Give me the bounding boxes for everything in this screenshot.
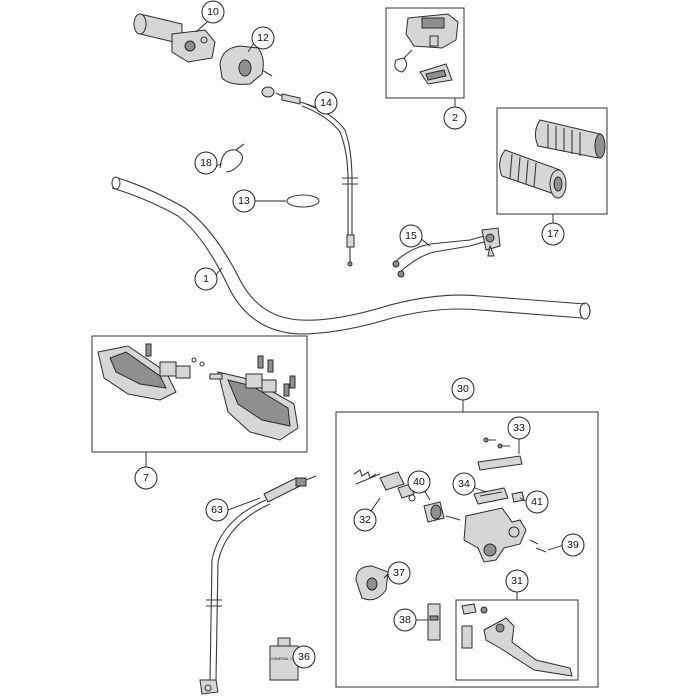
svg-text:63: 63: [211, 504, 223, 516]
svg-text:39: 39: [567, 539, 579, 551]
callout-40: 40: [407, 470, 431, 494]
part-switch: [392, 227, 501, 278]
box-part-30: [335, 411, 599, 688]
callout-34: 34: [452, 472, 476, 496]
part-throttle-grip: [133, 13, 216, 63]
box-part-2: [385, 7, 465, 99]
svg-text:12: 12: [257, 32, 269, 44]
callout-2: 2: [443, 106, 467, 130]
part-brake-lever: [461, 603, 573, 677]
svg-text:13: 13: [238, 195, 250, 207]
part-grips: [499, 119, 606, 199]
svg-text:15: 15: [405, 230, 417, 242]
leader-lines: [145, 21, 565, 661]
callout-17: 17: [541, 222, 565, 246]
callout-36: 36: [292, 645, 316, 669]
part-hand-guards: [97, 343, 299, 441]
callout-14: 14: [314, 91, 338, 115]
callout-18: 18: [194, 151, 218, 175]
svg-text:36: 36: [298, 651, 310, 663]
svg-text:17: 17: [547, 228, 559, 240]
svg-text:10: 10: [207, 6, 219, 18]
part-clip: [219, 143, 245, 173]
svg-text:31: 31: [511, 575, 523, 587]
svg-text:41: 41: [531, 496, 543, 508]
part-oil-bottle: MINERAL OIL: [269, 637, 299, 681]
callout-41: 41: [525, 490, 549, 514]
part-switch-kit: [394, 13, 459, 85]
callout-39: 39: [561, 533, 585, 557]
svg-text:30: 30: [457, 383, 469, 395]
part-master-cylinder-assembly: [353, 437, 547, 641]
svg-text:38: 38: [399, 614, 411, 626]
callout-30: 30: [451, 377, 475, 401]
svg-text:33: 33: [513, 422, 525, 434]
svg-text:2: 2: [452, 112, 458, 124]
callout-7: 7: [134, 466, 158, 490]
part-throttle-cover: [219, 45, 273, 85]
callout-63: 63: [205, 498, 229, 522]
part-hydraulic-line: [199, 475, 317, 695]
svg-text:40: 40: [413, 476, 425, 488]
part-handlebar: [111, 176, 591, 335]
callout-15: 15: [399, 224, 423, 248]
svg-text:37: 37: [393, 567, 405, 579]
oil-bottle-label: MINERAL OIL: [271, 656, 297, 661]
svg-text:18: 18: [200, 157, 212, 169]
callout-10: 10: [201, 0, 225, 24]
svg-text:7: 7: [143, 472, 149, 484]
callout-31: 31: [505, 569, 529, 593]
callout-38: 38: [393, 608, 417, 632]
callout-37: 37: [387, 561, 411, 585]
part-throttle-cable: [261, 86, 358, 267]
svg-text:34: 34: [458, 478, 470, 490]
part-o-ring: [286, 194, 320, 208]
callout-32: 32: [353, 508, 377, 532]
box-part-17: [496, 107, 608, 215]
callout-33: 33: [507, 416, 531, 440]
callout-1: 1: [194, 267, 218, 291]
svg-text:32: 32: [359, 514, 371, 526]
svg-text:1: 1: [203, 273, 209, 285]
callout-12: 12: [251, 26, 275, 50]
svg-text:14: 14: [320, 97, 332, 109]
box-part-7: [91, 335, 308, 453]
callout-13: 13: [232, 189, 256, 213]
